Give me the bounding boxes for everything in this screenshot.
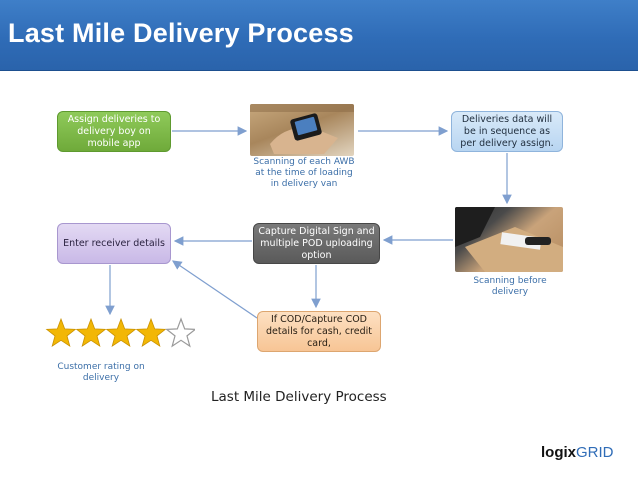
node-assign-label: Assign deliveries to delivery boy on mob… [67,113,161,149]
star-filled-icon [45,317,77,348]
node-sequence-label: Deliveries data will be in sequence as p… [460,113,554,149]
node-cod-label: If COD/Capture COD details for cash, cre… [266,313,372,349]
node-receiver-details: Enter receiver details [57,223,171,264]
node-capture-sign: Capture Digital Sign and multiple POD up… [253,223,380,264]
logo-part-logix: logix [541,444,577,461]
awb-scanning-photo [250,104,354,156]
rating-stars [45,317,195,348]
caption-awb-scan: Scanning of each AWB at the time of load… [253,157,355,189]
caption-customer-rating: Customer rating on delivery [57,362,145,383]
node-cod-details: If COD/Capture COD details for cash, cre… [257,311,381,352]
diagram-caption: Last Mile Delivery Process [211,389,387,405]
scan-before-delivery-photo [455,207,563,272]
phone-scanner-icon [250,104,354,154]
star-filled-icon [75,317,107,348]
node-assign-deliveries: Assign deliveries to delivery boy on mob… [57,111,171,152]
logo-part-grid: GRID [576,444,614,461]
arrow-cod-to-receiver [172,260,258,319]
caption-scan-before-delivery: Scanning before delivery [473,276,547,297]
title-bar: Last Mile Delivery Process [0,0,638,71]
node-deliveries-sequence: Deliveries data will be in sequence as p… [451,111,563,152]
node-receiver-label: Enter receiver details [63,237,165,249]
star-empty-icon [165,317,195,348]
star-filled-icon [105,317,137,348]
page-title: Last Mile Delivery Process [8,18,354,48]
node-sign-label: Capture Digital Sign and multiple POD up… [258,225,375,261]
brand-logo: logixGRID [541,444,614,461]
star-filled-icon [135,317,167,348]
barcode-scanner-icon [455,207,563,272]
